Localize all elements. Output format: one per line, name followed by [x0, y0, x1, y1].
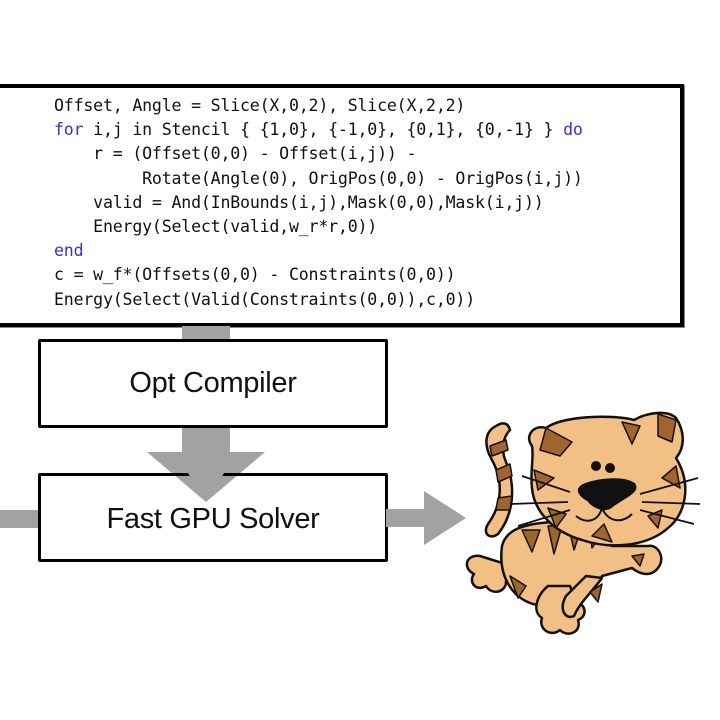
code-line-7: end: [54, 241, 84, 261]
cartoon-cat-icon: [465, 411, 701, 635]
code-line-8: c = w_f*(Offsets(0,0) - Constraints(0,0)…: [54, 265, 456, 285]
code-panel: Offset, Angle = Slice(X,0,2), Slice(X,2,…: [0, 84, 684, 327]
code-line-3: r = (Offset(0,0) - Offset(i,j)) -: [93, 144, 417, 164]
fast-gpu-solver-label: Fast GPU Solver: [106, 503, 320, 535]
input-arrow-stub: [0, 510, 38, 528]
code-line-2: for i,j in Stencil { {1,0}, {-1,0}, {0,1…: [54, 120, 583, 140]
energy-function-code: Offset, Angle = Slice(X,0,2), Slice(X,2,…: [54, 94, 583, 312]
code-line-9: Energy(Select(Valid(Constraints(0,0)),c,…: [54, 289, 475, 309]
opt-compiler-box: Opt Compiler: [38, 339, 388, 428]
keyword-end: end: [54, 241, 84, 261]
keyword-for: for: [54, 120, 84, 140]
down-arrow-icon: [147, 428, 265, 502]
opt-compiler-label: Opt Compiler: [129, 367, 297, 399]
code-line-1: Offset, Angle = Slice(X,0,2), Slice(X,2,…: [54, 96, 466, 115]
code-line-4: Rotate(Angle(0), OrigPos(0,0) - OrigPos(…: [142, 168, 583, 188]
down-arrow-tip-icon: [186, 470, 226, 502]
keyword-do: do: [563, 120, 583, 140]
code-line-5: valid = And(InBounds(i,j),Mask(0,0),Mask…: [93, 192, 544, 212]
connector-code-to-compiler: [182, 326, 230, 340]
code-line-6: Energy(Select(valid,w_r*r,0)): [93, 217, 378, 237]
right-arrow-icon: [386, 491, 466, 545]
